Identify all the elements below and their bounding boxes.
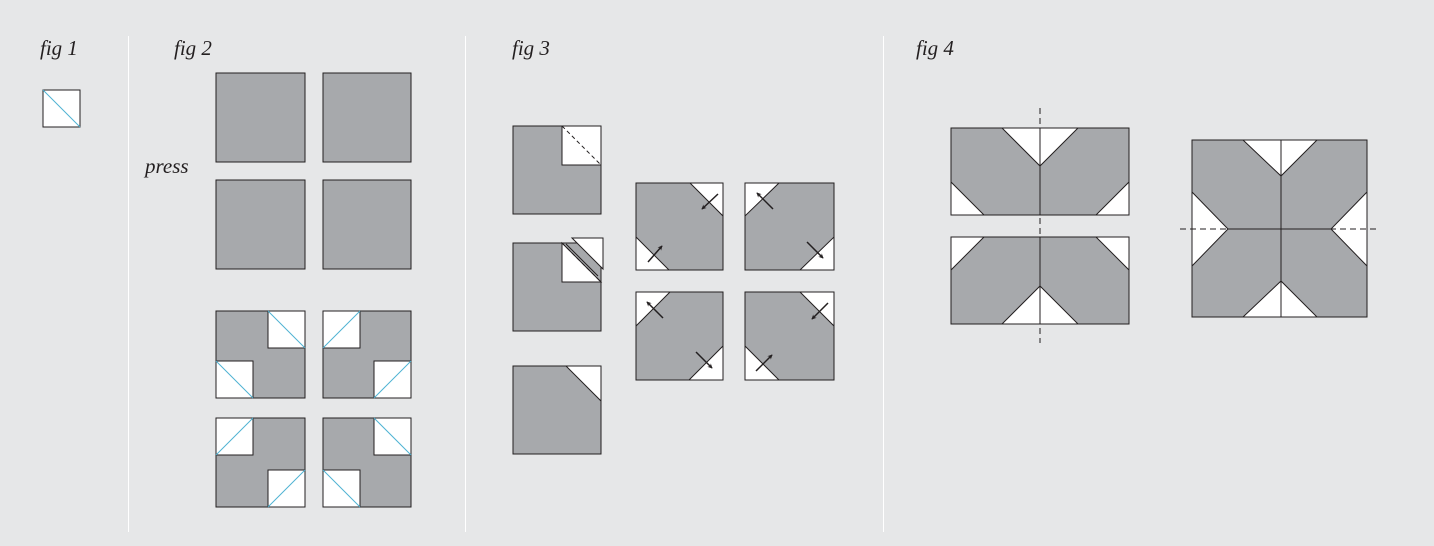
fig4-label: fig 4 <box>916 36 954 60</box>
fig3-step-1 <box>512 125 602 215</box>
divider-fig1-fig2 <box>128 36 129 532</box>
fig1-label: fig 1 <box>40 36 78 60</box>
fig2-block-2 <box>322 310 412 399</box>
fig3-block-2 <box>744 182 835 271</box>
fig2-press-annotation: press <box>145 154 189 178</box>
fig2-block-4 <box>322 417 412 508</box>
fig2-block-3 <box>215 417 306 508</box>
divider-fig2-fig3 <box>465 36 466 532</box>
fig2-square <box>322 72 412 163</box>
fig1-stitched-square <box>42 89 81 128</box>
fig2-square <box>215 72 306 163</box>
fig2-label: fig 2 <box>174 36 212 60</box>
fig3-block-1 <box>635 182 724 271</box>
fig3-block-3 <box>635 291 724 381</box>
fig3-step-3 <box>512 365 602 455</box>
fig2-pressed-squares <box>215 72 412 270</box>
fig3-step-2 <box>512 237 604 332</box>
fig3-block-4 <box>744 291 835 381</box>
fig2-square <box>322 179 412 270</box>
fig2-block-1 <box>215 310 306 399</box>
fig3-label: fig 3 <box>512 36 550 60</box>
divider-fig3-fig4 <box>883 36 884 532</box>
fig2-square <box>215 179 306 270</box>
